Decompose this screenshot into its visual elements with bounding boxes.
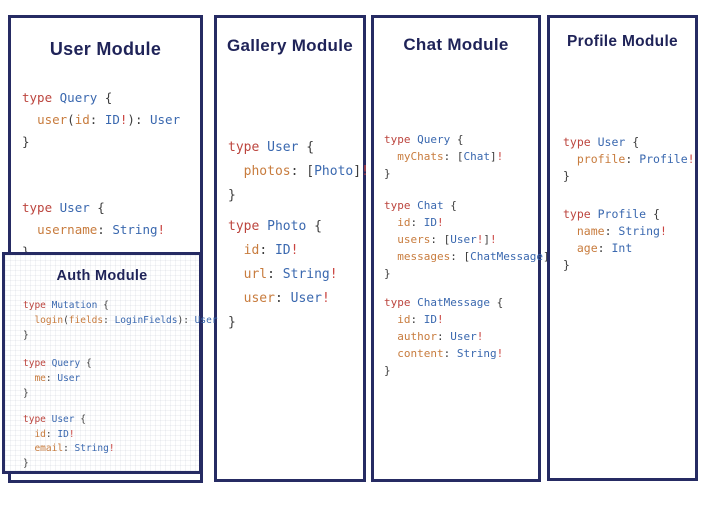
code-block: type Photo { id: ID! url: String! user: … [228,219,338,330]
chat-module-title: Chat Module [403,35,509,54]
code-block: type Mutation { login(fields: LoginField… [23,300,218,341]
auth-module-code: type Mutation { login(fields: LoginField… [5,299,218,472]
code-block: type Profile { name: String! age: Int } [563,207,667,272]
code-block: type Query { me: User } [23,358,92,399]
profile-module-title: Profile Module [567,33,678,50]
chat-module-panel: Chat Module type Query { myChats: [Chat]… [371,15,556,482]
gallery-module-panel: Gallery Module type User { photos: [Phot… [214,15,369,482]
auth-module-title: Auth Module [56,268,148,284]
code-block: type User { id: ID! email: String! } [23,413,115,470]
code-block: type Query { user(id: ID!): User } [22,90,181,149]
profile-module-code: type User { profile: Profile! } type Pro… [550,134,695,274]
code-block: type Query { myChats: [Chat]! } [384,133,504,180]
profile-module-panel: Profile Module type User { profile: Prof… [547,15,698,481]
user-module-title: User Module [49,39,162,59]
code-block: type User { username: String! } [22,200,166,259]
user-module-code: type Query { user(id: ID!): User } type … [11,87,200,263]
code-block: type User { profile: Profile! } [563,135,695,183]
auth-module-panel: Auth Module type Mutation { login(fields… [2,252,218,474]
code-block: type User { photos: [Photo]! } [228,140,369,203]
code-block: type ChatMessage { id: ID! author: User!… [384,296,504,377]
chat-module-code: type Query { myChats: [Chat]! } type Cha… [374,132,556,379]
code-block: type Chat { id: ID! users: [User!]! mess… [384,199,556,280]
gallery-module-code: type User { photos: [Photo]! } type Phot… [217,136,369,335]
gallery-module-title: Gallery Module [226,36,354,55]
